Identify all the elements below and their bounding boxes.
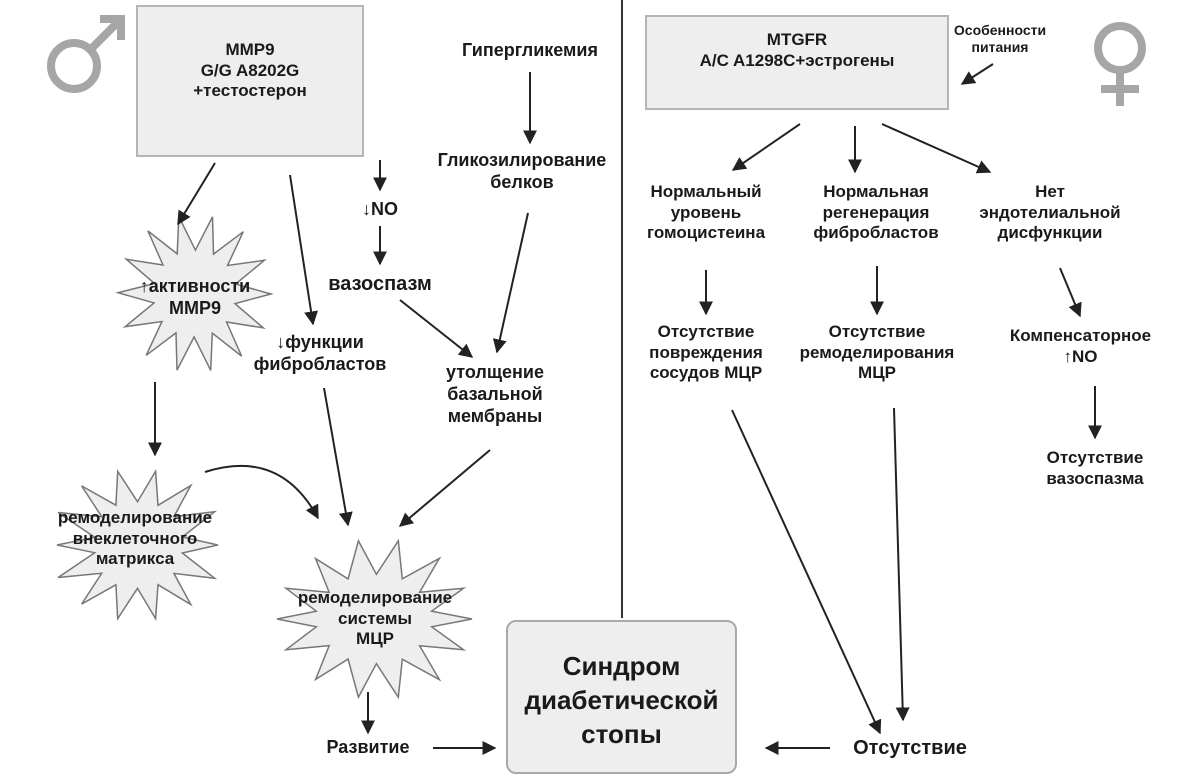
male-gene-box <box>136 5 364 157</box>
female-symbol-icon <box>1094 22 1146 106</box>
no-endothelial-label: Нет эндотелиальной дисфункции <box>979 182 1121 243</box>
arrow-box-to-endothelial <box>881 123 992 174</box>
no-vasospasm-label: Отсутствие вазоспазма <box>1046 448 1144 488</box>
fibroblast-function-label: ↓функции фибробластов <box>253 332 387 374</box>
mmp9-activity-label: ↑активности MMP9 <box>139 276 251 318</box>
arrow-box-to-mmp9 <box>177 162 216 226</box>
female-gene-box <box>645 15 949 110</box>
female-arrows <box>699 63 1102 755</box>
arrow-fibroblast-to-mcr <box>323 387 353 527</box>
arrow-box-to-homocysteine <box>731 123 801 171</box>
mcr-remodeling-burst <box>276 538 473 700</box>
arrow-ecm-to-mcr <box>204 464 319 520</box>
membrane-thickening-label: утолщение базальной мембраны <box>446 362 544 426</box>
no-decrease-label: ↓NO <box>362 199 398 219</box>
male-arrows <box>148 72 537 755</box>
arrow-vasospasm-to-membrane <box>399 299 474 358</box>
no-remodeling-label: Отсутствие ремоделирования МЦР <box>799 322 955 383</box>
absence-label: Отсутствие <box>853 737 967 759</box>
mcr-remodeling-label: ремоделирование системы МЦР <box>297 588 453 649</box>
hyperglycemia-label: Гипергликемия <box>462 40 598 60</box>
mmp9-activity-burst <box>115 216 274 371</box>
arrow-nutrition-to-box <box>960 63 994 85</box>
ecm-remodeling-burst <box>56 468 219 622</box>
syndrome-box <box>506 620 737 774</box>
female-gene-label: MTGFR A/C A1298C+эстрогены <box>699 30 895 70</box>
compensatory-no-label: Компенсаторное ↑NO <box>1009 326 1152 366</box>
ecm-remodeling-label: ремоделирование внеклеточного матрикса <box>57 508 213 569</box>
vasospasm-label: вазоспазм <box>328 273 432 295</box>
syndrome-label: Синдром диабетической стопы <box>524 651 719 749</box>
arrow-damage-to-absence <box>731 409 882 735</box>
development-label: Развитие <box>326 737 410 757</box>
arrow-remodeling-to-absence <box>893 407 910 722</box>
fibroblast-regen-label: Нормальная регенерация фибробластов <box>813 182 939 243</box>
arrow-box-to-fibroblast <box>289 174 318 326</box>
male-symbol-icon <box>47 15 125 93</box>
glycosylation-label: Гликозилирование белков <box>437 150 607 192</box>
nutrition-label: Особенности питания <box>953 22 1047 56</box>
arrow-glyco-to-membrane <box>492 212 529 354</box>
arrow-membrane-to-mcr <box>398 449 491 527</box>
no-vessel-damage-label: Отсутствие повреждения сосудов МЦР <box>649 322 763 383</box>
homocysteine-label: Нормальный уровень гомоцистеина <box>646 182 766 243</box>
arrow-endothelial-to-compensatory <box>1059 267 1082 318</box>
male-gene-label: MMP9 G/G A8202G +тестостерон <box>193 40 307 101</box>
